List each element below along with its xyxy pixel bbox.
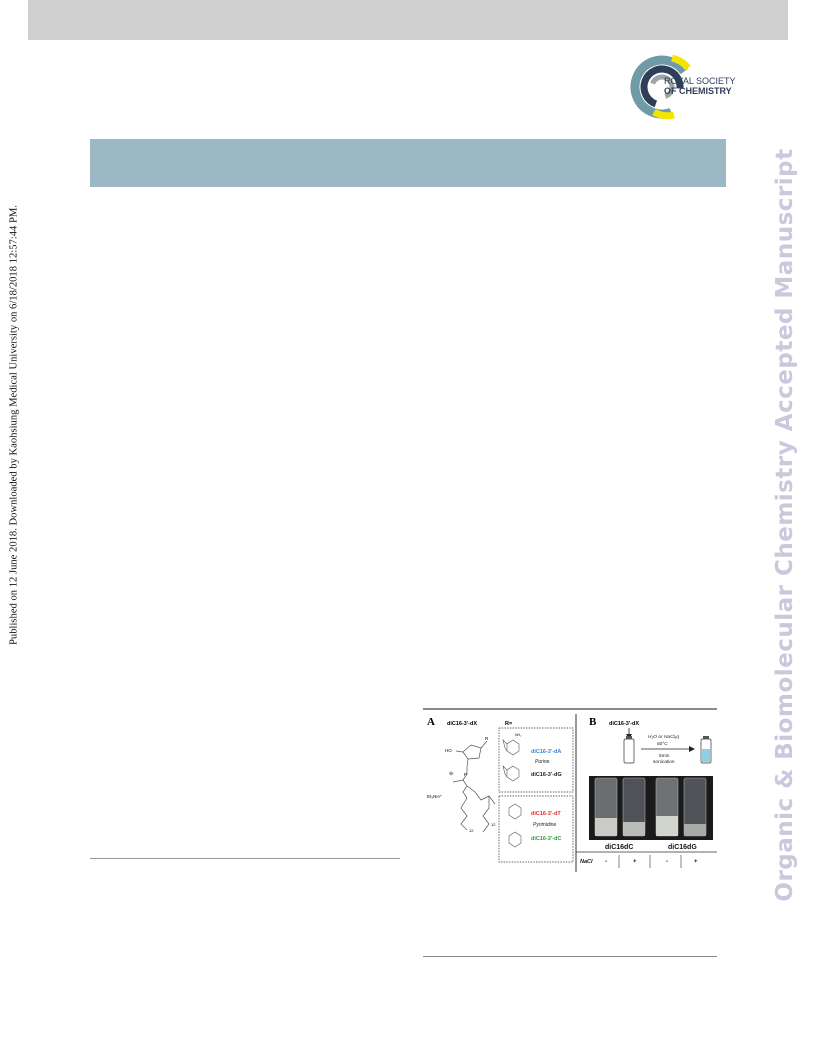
- publication-side-note-text: Published on 12 June 2018. Downloaded by…: [8, 205, 20, 645]
- chain-length-1: 12: [469, 828, 474, 833]
- footnote-rule: [90, 858, 400, 859]
- nacl-sign-4: +: [694, 859, 698, 865]
- purine-label: Purine: [535, 759, 550, 765]
- vial-empty-cap: [626, 736, 632, 739]
- figure-bottom-rule: [423, 956, 717, 957]
- nacl-sign-2: +: [633, 859, 637, 865]
- top-header-bar: [28, 0, 788, 40]
- phosphate-label: P: [464, 772, 467, 777]
- amine-label: NH₂: [515, 733, 522, 737]
- rsc-logo-icon: [630, 54, 694, 120]
- condition-temperature: 60°C: [657, 741, 668, 747]
- process-arrow-head-icon: [689, 746, 695, 752]
- base-label-dc: diC16-3'-dC: [531, 836, 561, 842]
- condition-solvent: H₂O or NaClₐq: [648, 734, 679, 740]
- minus-charge-label: ⊖: [449, 771, 453, 777]
- panel-b-letter: B: [589, 716, 597, 728]
- article-title-band: [90, 139, 726, 187]
- nacl-row-label: NaCl: [580, 859, 593, 865]
- lipid-structure: [452, 740, 496, 833]
- vial-photo: [589, 776, 713, 840]
- condition-sonication: sonication: [653, 759, 675, 765]
- rsc-logo-line-1: ROYAL SOCIETY: [664, 76, 736, 86]
- condition-time: 5min: [659, 753, 670, 759]
- panel-b-compound: diC16-3'-dX: [609, 721, 639, 727]
- hydroxyl-label: HO: [445, 748, 452, 753]
- panel-a-r-label: R=: [505, 721, 512, 727]
- vial-empty-icon: [623, 738, 635, 764]
- figure-top-rule: [423, 708, 717, 710]
- base-label-da: diC16-3'-dA: [531, 749, 561, 755]
- purine-box: [498, 727, 574, 793]
- rsc-logo-line-2: OF CHEMISTRY: [664, 86, 732, 96]
- r-atom-label: R: [485, 736, 489, 741]
- pyrimidine-structures: [508, 803, 522, 848]
- journal-watermark-text: Organic & Biomolecular Chemistry Accepte…: [772, 148, 798, 902]
- chain-length-2: 12: [491, 822, 496, 827]
- vial-filled-cap: [703, 736, 709, 739]
- vial-filled-solution: [702, 749, 710, 762]
- group-label-dg: diC16dG: [668, 844, 697, 851]
- rsc-logo-text: ROYAL SOCIETY OF CHEMISTRY: [664, 76, 736, 96]
- counter-ion-label: Et₃NH⁺: [427, 794, 443, 799]
- purine-structures: [502, 739, 520, 782]
- pyrimidine-label: Pyrimidine: [533, 822, 557, 828]
- base-label-dt: diC16-3'-dT: [531, 811, 561, 817]
- nacl-sign-3: -: [666, 859, 668, 865]
- panel-a-letter: A: [427, 716, 435, 728]
- panel-a-compound: diC16-3'-dX: [447, 721, 477, 727]
- group-label-dc: diC16dC: [605, 844, 633, 851]
- pyrimidine-box: [498, 795, 574, 863]
- figure-nucleolipids: A diC16-3'-dX R= R HO P ⊖ Et₃NH⁺ 12 12 N…: [427, 714, 717, 872]
- nacl-sign-1: -: [605, 859, 607, 865]
- base-label-dg: diC16-3'-dG: [531, 772, 562, 778]
